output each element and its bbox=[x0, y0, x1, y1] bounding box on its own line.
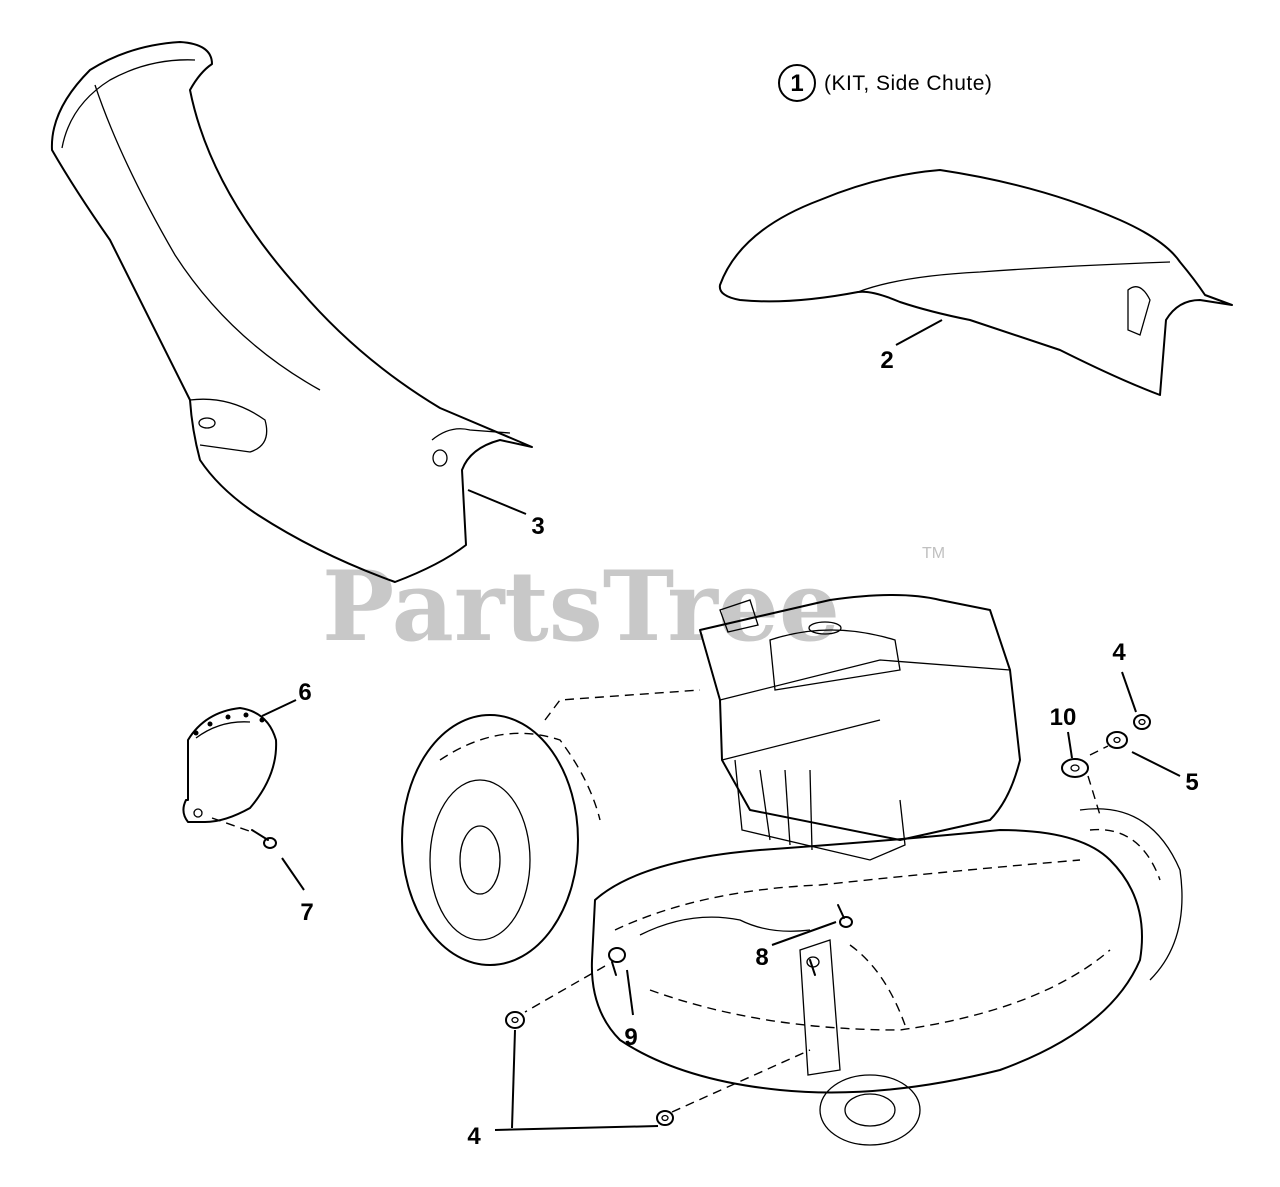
callout-8: 8 bbox=[755, 944, 768, 971]
callout-4-lower: 4 bbox=[467, 1123, 481, 1150]
part-9-bolt: 9 bbox=[524, 947, 638, 1051]
callout-4-upper: 4 bbox=[1112, 639, 1126, 666]
part-8-bolt: 8 bbox=[755, 904, 853, 976]
callout-10: 10 bbox=[1050, 704, 1077, 731]
callout-6: 6 bbox=[298, 679, 311, 706]
callout-3: 3 bbox=[531, 513, 544, 540]
callout-5: 5 bbox=[1185, 769, 1198, 796]
part-2-deflector: 2 bbox=[718, 169, 1233, 396]
part-10-washer: 10 bbox=[1050, 704, 1101, 816]
watermark-trademark: TM bbox=[922, 545, 945, 562]
kit-number: 1 bbox=[790, 70, 803, 97]
kit-number-circle bbox=[778, 64, 816, 102]
callout-7: 7 bbox=[300, 899, 313, 926]
callout-9: 9 bbox=[624, 1024, 637, 1051]
part-5-washer: 5 bbox=[1089, 731, 1199, 796]
callout-2: 2 bbox=[880, 347, 893, 374]
watermark-text: PartsTree bbox=[322, 550, 840, 663]
mower-assembly bbox=[401, 594, 1183, 1146]
part-6-door-plate: 6 bbox=[182, 679, 312, 823]
kit-label: 1 (KIT, Side Chute) bbox=[778, 64, 992, 102]
kit-description: (KIT, Side Chute) bbox=[824, 72, 992, 95]
part-7-bolt: 7 bbox=[211, 817, 314, 926]
part-3-side-chute: 3 bbox=[50, 41, 545, 583]
part-4-nut-upper: 4 bbox=[1112, 639, 1151, 730]
part-4-nuts-lower: 4 bbox=[467, 1011, 811, 1150]
